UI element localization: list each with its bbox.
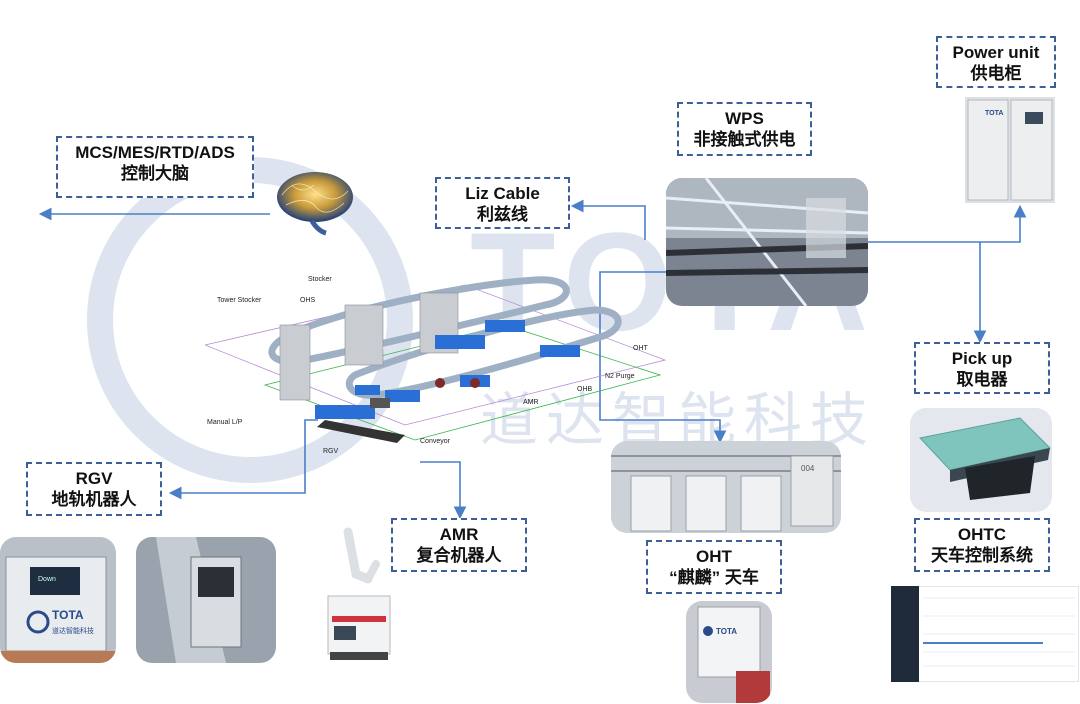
oht-logo: TOTA — [716, 627, 737, 636]
rgv-arrow — [168, 419, 318, 500]
rgv-photo-2 — [136, 537, 276, 663]
oht-title: OHT — [696, 547, 732, 566]
rgv-label-box: RGV 地轨机器人 — [26, 462, 162, 516]
rgv-layout-label: RGV — [323, 448, 339, 455]
amr-layout-label: AMR — [523, 399, 539, 406]
rgv-photo-1: Down TOTA 道达智能科技 — [0, 537, 116, 663]
oht-photo: 004 — [611, 441, 841, 533]
amr-subtitle: 复合机器人 — [416, 546, 502, 565]
manual-lp-label: Manual L/P — [207, 419, 243, 426]
mcs-subtitle: 控制大脑 — [121, 164, 189, 183]
pickup-label-box: Pick up 取电器 — [914, 342, 1050, 394]
oht-tag: 004 — [801, 464, 815, 473]
ohtc-subtitle: 天车控制系统 — [931, 546, 1033, 565]
ohs-label: OHS — [300, 297, 316, 304]
power-unit-photo: TOTA — [965, 97, 1055, 203]
rgv-title: RGV — [75, 469, 113, 488]
stocker-label: Stocker — [308, 276, 332, 283]
power-logo: TOTA — [985, 110, 1003, 117]
liz-title: Liz Cable — [465, 184, 540, 203]
oht-label-box: OHT “麒麟” 天车 — [646, 540, 782, 594]
power-title: Power unit — [952, 43, 1040, 62]
ohtc-label-box: OHTC 天车控制系统 — [914, 518, 1050, 572]
amr-arrow — [420, 461, 467, 520]
oht-subtitle: “麒麟” 天车 — [669, 568, 759, 587]
wps-subtitle: 非接触式供电 — [693, 130, 796, 149]
oht-layout-label: OHT — [633, 345, 649, 352]
rgv-screen-text: Down — [38, 576, 56, 583]
amhs-layout-diagram: Stocker Tower Stocker OHS OHT N2 Purge O… — [205, 276, 667, 455]
rgv-subtitle: 地轨机器人 — [51, 490, 137, 509]
wps-photo — [666, 178, 868, 306]
oht-vehicle-photo: TOTA — [686, 601, 772, 703]
pickup-title: Pick up — [951, 349, 1013, 368]
ohtc-screen-photo — [891, 586, 1079, 682]
conveyor-label: Conveyor — [420, 438, 451, 445]
wps-title: WPS — [725, 109, 764, 128]
power-arrow — [868, 204, 1027, 243]
rgv-logo: TOTA — [52, 608, 84, 622]
amr-title: AMR — [439, 525, 479, 544]
amr-label-box: AMR 复合机器人 — [391, 518, 527, 572]
tower-stocker-label: Tower Stocker — [217, 297, 262, 304]
n2-purge-label: N2 Purge — [605, 373, 635, 380]
mcs-title: MCS/MES/RTD/ADS — [75, 143, 235, 162]
oht-arrow — [599, 271, 727, 444]
liz-cable-label-box: Liz Cable 利兹线 — [435, 177, 570, 229]
ohtc-title: OHTC — [957, 525, 1007, 544]
power-subtitle: 供电柜 — [970, 64, 1022, 83]
rgv-chinese: 道达智能科技 — [52, 626, 94, 635]
liz-subtitle: 利兹线 — [477, 205, 528, 224]
pickup-subtitle: 取电器 — [956, 370, 1008, 389]
pickup-photo — [910, 408, 1052, 512]
power-unit-label-box: Power unit 供电柜 — [936, 36, 1056, 88]
ohb-label: OHB — [577, 386, 593, 393]
amr-robot-photo — [327, 527, 391, 660]
liz-arrow — [570, 199, 646, 240]
mcs-label-box: MCS/MES/RTD/ADS 控制大脑 — [56, 136, 254, 198]
brain-image — [277, 172, 353, 236]
wps-label-box: WPS 非接触式供电 — [677, 102, 812, 156]
